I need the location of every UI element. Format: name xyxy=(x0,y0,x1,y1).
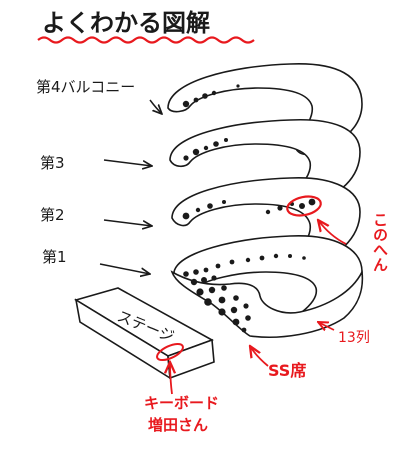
keyboard-marker xyxy=(156,342,184,362)
ss-seat-label: SS席 xyxy=(268,361,306,380)
arrow-balcony-2 xyxy=(103,219,152,226)
balcony-label-2: 第2 xyxy=(40,206,65,224)
diagram-title: よくわかる図解 xyxy=(42,9,210,37)
row-13-arrow xyxy=(318,322,335,330)
balcony-label-4: 第4バルコニー xyxy=(36,78,135,96)
arena-floor xyxy=(170,267,364,338)
balcony-label-1: 第1 xyxy=(42,248,67,266)
this-area-arrow xyxy=(318,220,347,245)
arrow-balcony-1 xyxy=(99,263,150,274)
arrow-balcony-4 xyxy=(149,99,162,114)
this-area-label: このへん xyxy=(371,212,389,272)
keyboard-arrow xyxy=(170,362,172,395)
this-area-marker xyxy=(286,195,322,217)
ss-seat-arrow xyxy=(250,346,269,367)
title-underline xyxy=(37,36,255,44)
arrow-balcony-3 xyxy=(103,159,152,166)
keyboard-label: キーボード xyxy=(144,394,219,412)
person-label: 増田さん xyxy=(148,416,208,434)
row-13-label: 13列 xyxy=(338,330,370,346)
balcony-label-3: 第3 xyxy=(40,154,65,172)
stage-block: ステージ xyxy=(74,287,215,380)
